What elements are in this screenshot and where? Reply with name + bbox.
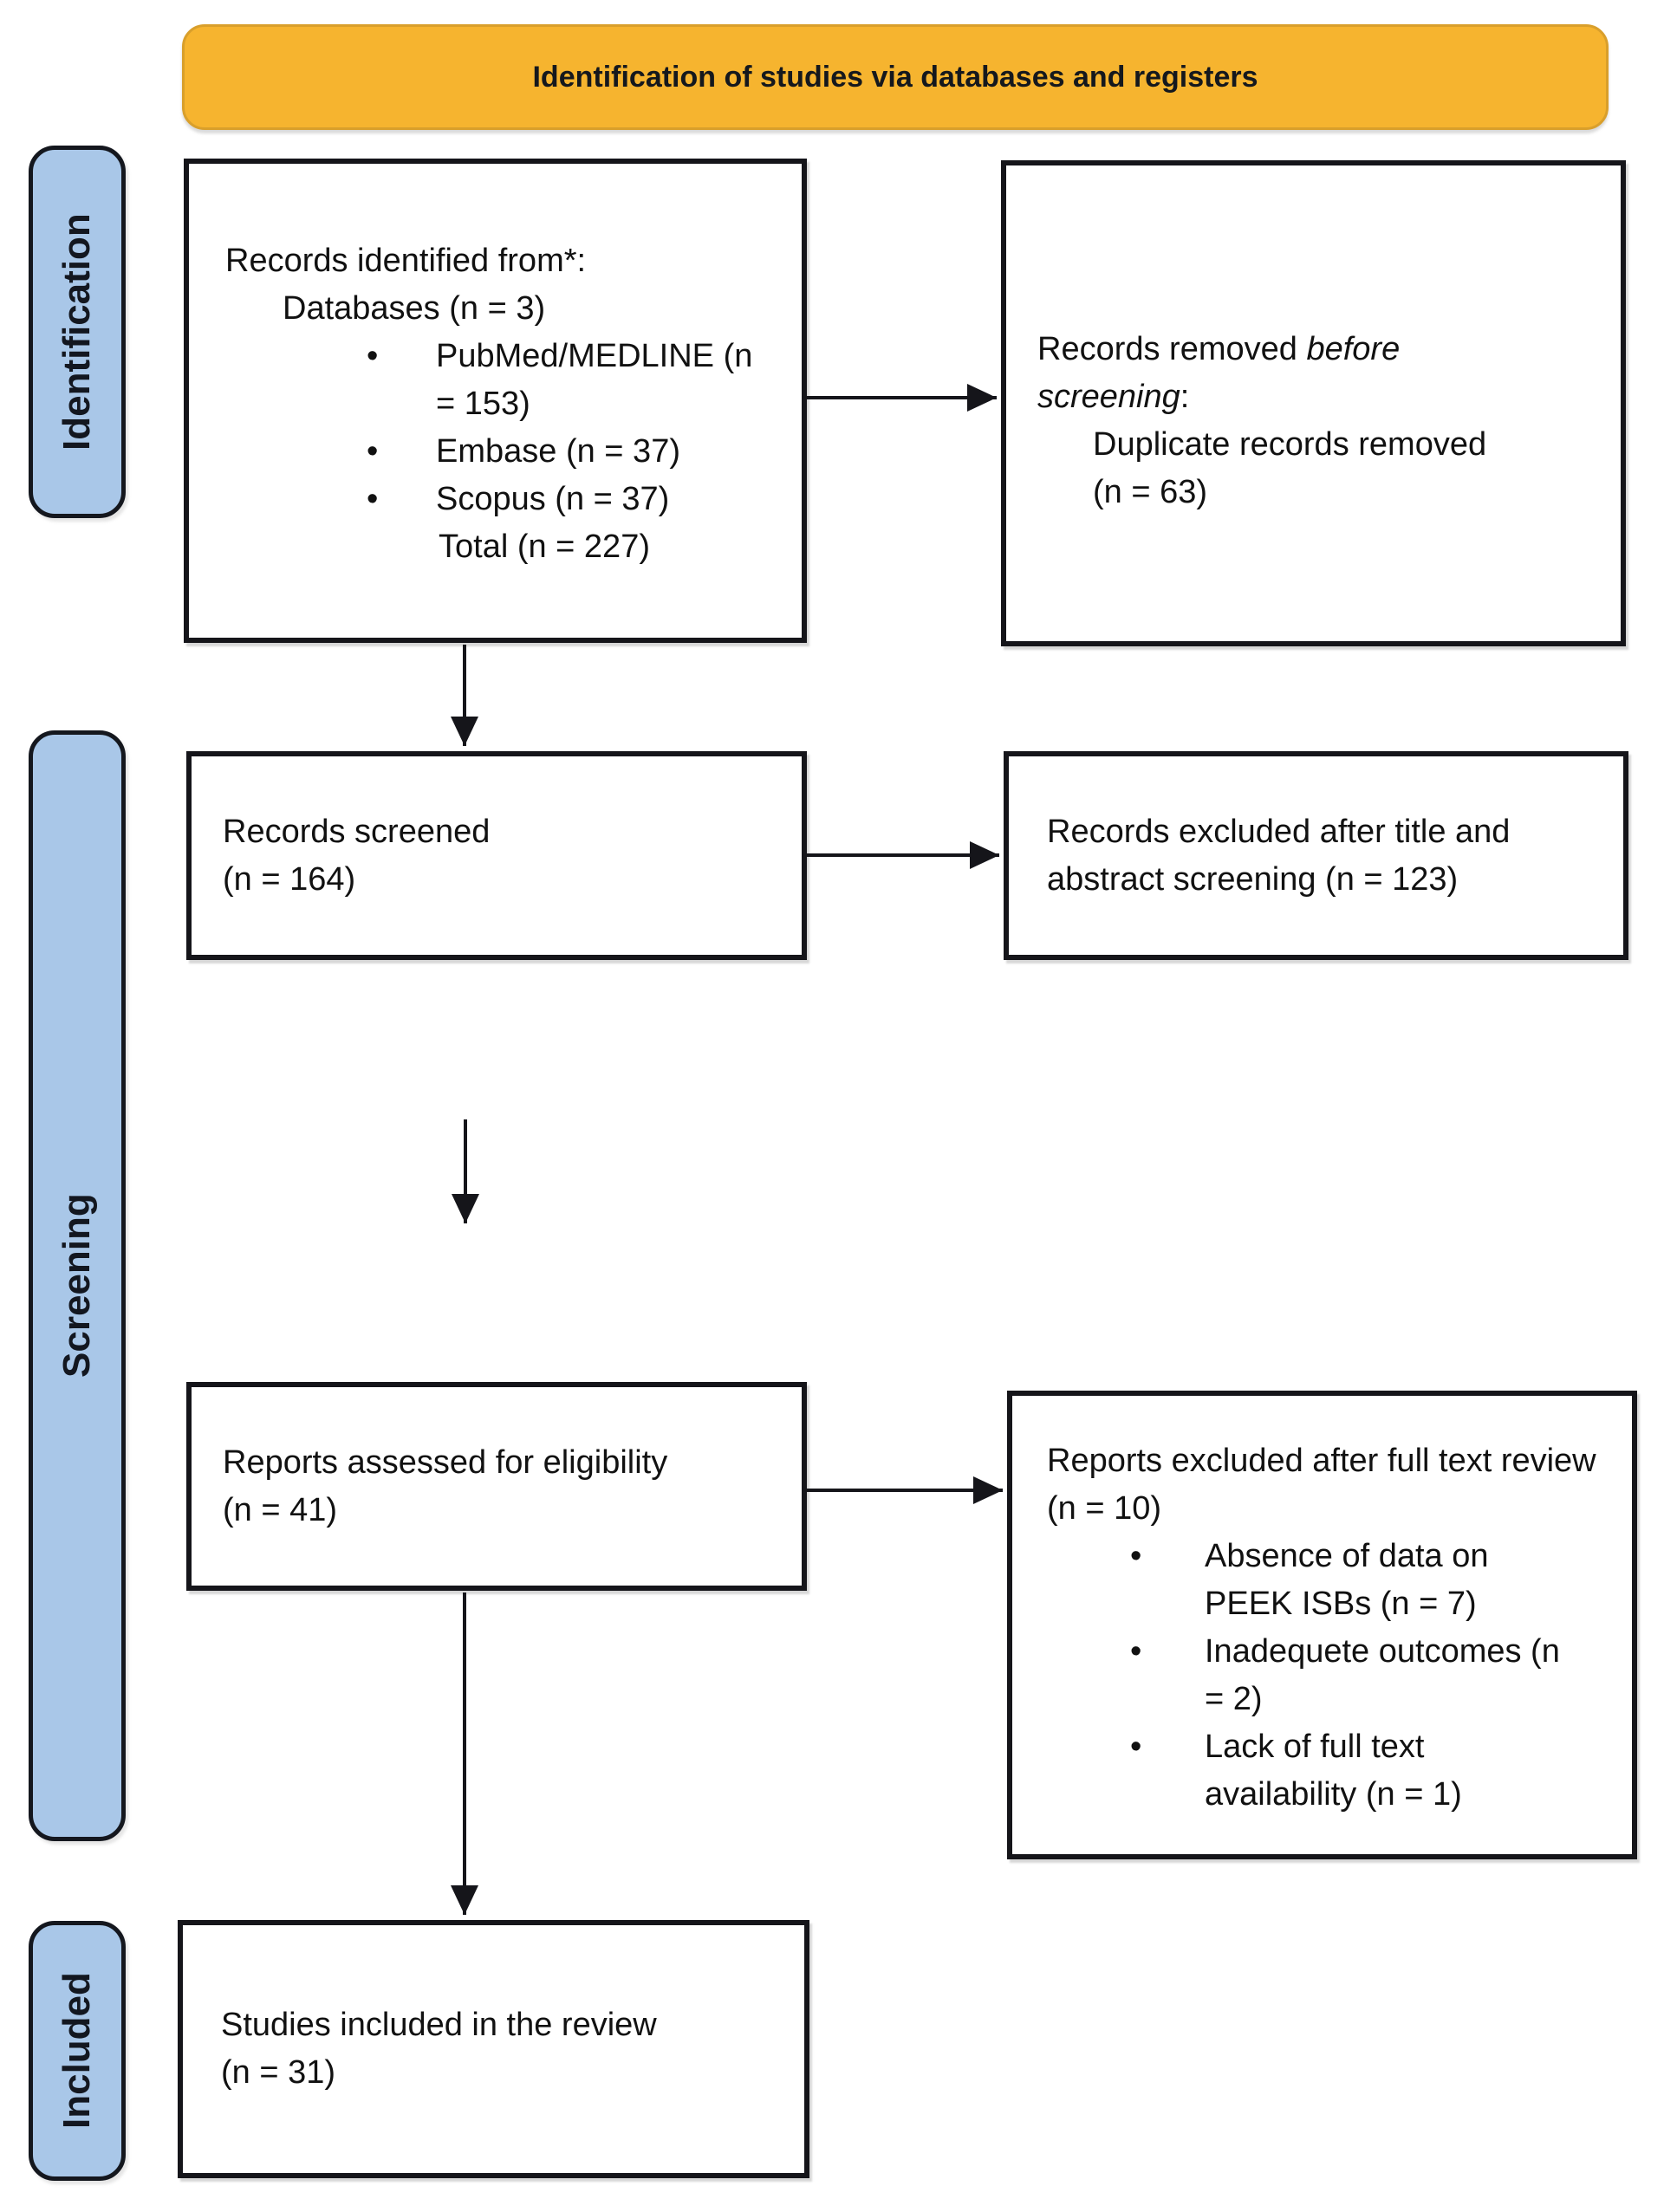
stage-bar-included: Included: [29, 1921, 126, 2181]
records-removed-italic: before screening: [1037, 330, 1401, 415]
records-removed-lead: Records removed: [1037, 330, 1307, 367]
reports-excluded-heading: Reports excluded after full text review …: [1047, 1443, 1596, 1527]
reports-assessed-line2: (n = 41): [223, 1491, 338, 1528]
list-item: Absence of data on PEEK ISBs (n = 7): [1130, 1533, 1560, 1628]
list-item: PubMed/MEDLINE (n = 153): [367, 333, 757, 428]
records-removed-colon: :: [1180, 378, 1190, 415]
box-records-identified: Records identified from*: Databases (n =…: [184, 159, 807, 643]
records-excluded-text: Records excluded after title and abstrac…: [1047, 813, 1511, 898]
box-records-removed-before-screening: Records removed before screening: Duplic…: [1001, 160, 1626, 646]
studies-included-line2: (n = 31): [221, 2054, 336, 2091]
stage-bar-screening: Screening: [29, 730, 126, 1841]
studies-included-line1: Studies included in the review: [221, 2007, 657, 2043]
list-item: Embase (n = 37): [367, 428, 757, 476]
records-removed-detail: Duplicate records removed (n = 63): [1093, 425, 1487, 510]
records-screened-line1: Records screened: [223, 813, 491, 850]
records-identified-databases: Databases (n = 3): [283, 290, 546, 327]
records-removed-heading: Records removed before screening:: [1037, 326, 1475, 421]
box-records-screened: Records screened (n = 164): [186, 751, 807, 960]
reports-excluded-reason-list: Absence of data on PEEK ISBs (n = 7) Ina…: [1047, 1533, 1616, 1819]
list-item: Scopus (n = 37): [367, 476, 757, 523]
box-reports-assessed: Reports assessed for eligibility (n = 41…: [186, 1382, 807, 1591]
records-identified-source-list: PubMed/MEDLINE (n = 153) Embase (n = 37)…: [225, 333, 783, 523]
list-item: Lack of full text availability (n = 1): [1130, 1723, 1560, 1819]
reports-assessed-line1: Reports assessed for eligibility: [223, 1443, 668, 1481]
records-screened-line2: (n = 164): [223, 860, 356, 898]
records-identified-total: Total (n = 227): [439, 529, 650, 565]
box-studies-included: Studies included in the review (n = 31): [178, 1920, 809, 2178]
banner: Identification of studies via databases …: [182, 24, 1609, 130]
stage-bar-identification: Identification: [29, 146, 126, 518]
banner-title: Identification of studies via databases …: [532, 60, 1258, 94]
box-reports-excluded-full-text: Reports excluded after full text review …: [1007, 1391, 1637, 1859]
list-item: Inadequete outcomes (n = 2): [1130, 1628, 1560, 1723]
records-identified-intro: Records identified from*:: [225, 243, 587, 279]
box-records-excluded-title-abstract: Records excluded after title and abstrac…: [1004, 751, 1628, 960]
